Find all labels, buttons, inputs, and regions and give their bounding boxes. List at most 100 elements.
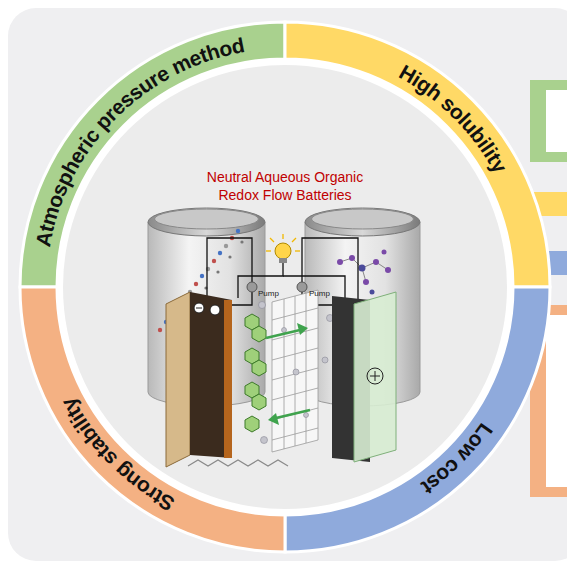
feature-band: High solubility bbox=[285, 22, 550, 287]
left-tank-part bbox=[148, 208, 265, 236]
right-tank-part bbox=[305, 208, 420, 236]
anolyte-molecules bbox=[245, 314, 266, 432]
feature-band: Strong stability bbox=[20, 287, 285, 552]
anolyte-molecules-part bbox=[252, 326, 266, 342]
left-tank-molecules-part bbox=[200, 274, 204, 278]
left-tank-molecules-part bbox=[228, 255, 231, 258]
light-bulb-part-part bbox=[282, 234, 283, 239]
band-label-path: Strong stability bbox=[55, 394, 177, 516]
band-shape: High solubility bbox=[285, 22, 550, 287]
wires bbox=[207, 238, 358, 305]
inner-disc bbox=[63, 65, 507, 509]
side-strips-part bbox=[530, 80, 567, 162]
left-electrode bbox=[166, 292, 232, 467]
right-tank-molecules-part bbox=[359, 265, 366, 272]
left-electrode-part bbox=[166, 292, 190, 467]
side-chain bbox=[188, 460, 288, 466]
wires-part bbox=[207, 238, 252, 300]
ion-arrows-part bbox=[268, 413, 279, 425]
wires-part bbox=[302, 238, 358, 300]
light-bulb-part-part bbox=[266, 250, 271, 251]
right-electrode-part bbox=[354, 292, 396, 462]
left-tank-molecules-part bbox=[236, 229, 240, 233]
band-arc bbox=[20, 287, 285, 552]
ions-part bbox=[282, 328, 287, 333]
band-arc bbox=[285, 22, 550, 287]
left-tank-molecules-part bbox=[216, 270, 219, 273]
membrane bbox=[272, 290, 318, 452]
side-strips-part bbox=[546, 315, 567, 487]
band-label-path: High solubility bbox=[396, 60, 513, 177]
pumps-part bbox=[247, 282, 257, 292]
membrane-part-part bbox=[284, 299, 285, 449]
side-chain-part bbox=[188, 460, 288, 466]
card-background bbox=[8, 8, 567, 561]
band-arc bbox=[20, 22, 285, 287]
left-electrode-part bbox=[190, 292, 232, 458]
ion-arrows-part bbox=[297, 323, 308, 335]
anolyte-molecules-part bbox=[245, 416, 259, 432]
wires-part bbox=[238, 262, 283, 298]
right-tank-molecules-part bbox=[363, 279, 369, 285]
left-tank-molecules-part bbox=[212, 259, 216, 263]
right-tank-molecules-part bbox=[337, 259, 343, 265]
light-bulb-part bbox=[266, 234, 300, 251]
ions-part bbox=[259, 302, 266, 309]
right-tank-part bbox=[312, 209, 414, 229]
ions-part bbox=[261, 437, 268, 444]
inner-ring bbox=[57, 59, 513, 515]
band-shape: Strong stability bbox=[20, 287, 285, 552]
ions-part bbox=[293, 369, 299, 375]
band-shape: Atmospheric pressure method bbox=[20, 22, 285, 287]
band-shape: Low cost bbox=[285, 287, 550, 552]
light-bulb-part-part bbox=[295, 250, 300, 251]
left-tank-molecules-part bbox=[194, 282, 198, 286]
left-electrode-part bbox=[224, 300, 232, 458]
component-label: Pump bbox=[258, 289, 279, 298]
light-bulb-part bbox=[279, 258, 287, 263]
light-bulb-part bbox=[275, 243, 291, 259]
light-bulb bbox=[266, 234, 300, 263]
right-tank-molecules-part bbox=[370, 290, 375, 295]
left-tank-molecules-part bbox=[240, 240, 243, 243]
right-electrode-part bbox=[375, 371, 376, 381]
left-electrode-part bbox=[196, 308, 202, 309]
band-arc bbox=[285, 287, 550, 552]
light-bulb-part-part bbox=[270, 238, 274, 242]
left-tank-molecules-part bbox=[218, 251, 222, 255]
left-tank-molecules-part bbox=[224, 244, 228, 248]
left-electrode-part bbox=[210, 305, 220, 315]
ion-arrows bbox=[266, 323, 310, 425]
band-label: Low cost bbox=[418, 420, 498, 500]
left-electrode-part bbox=[194, 303, 204, 313]
anolyte-molecules-part bbox=[252, 360, 266, 376]
pumps-part bbox=[297, 282, 307, 292]
right-tank-molecules-part bbox=[382, 250, 387, 255]
right-tank-molecules-part bbox=[373, 259, 379, 265]
right-electrode bbox=[332, 292, 396, 462]
figure-title: Neutral Aqueous Organic Redox Flow Batte… bbox=[185, 168, 385, 204]
right-tank-molecules-part bbox=[349, 255, 355, 261]
band-label-path: Atmospheric pressure method bbox=[31, 33, 247, 249]
band-label-path: Low cost bbox=[418, 420, 498, 500]
wires-part bbox=[232, 292, 252, 305]
band-label: Strong stability bbox=[55, 394, 177, 516]
feature-band: Low cost bbox=[285, 287, 550, 552]
left-tank-part bbox=[155, 209, 259, 229]
band-label: Atmospheric pressure method bbox=[31, 33, 247, 249]
right-electrode-part bbox=[367, 368, 383, 384]
membrane-part bbox=[272, 290, 318, 452]
light-bulb-part-part bbox=[292, 238, 296, 242]
membrane-part-part bbox=[306, 293, 307, 443]
side-strips-part bbox=[546, 90, 567, 152]
component-label: Pump bbox=[309, 289, 330, 298]
ions-part bbox=[304, 413, 309, 418]
band-label: High solubility bbox=[396, 60, 513, 177]
left-tank-molecules-part bbox=[158, 328, 162, 332]
ion-arrows-part bbox=[266, 330, 300, 338]
wires-part bbox=[283, 276, 345, 298]
right-tank-molecules-part bbox=[385, 267, 391, 273]
anolyte-molecules-part bbox=[252, 394, 266, 410]
